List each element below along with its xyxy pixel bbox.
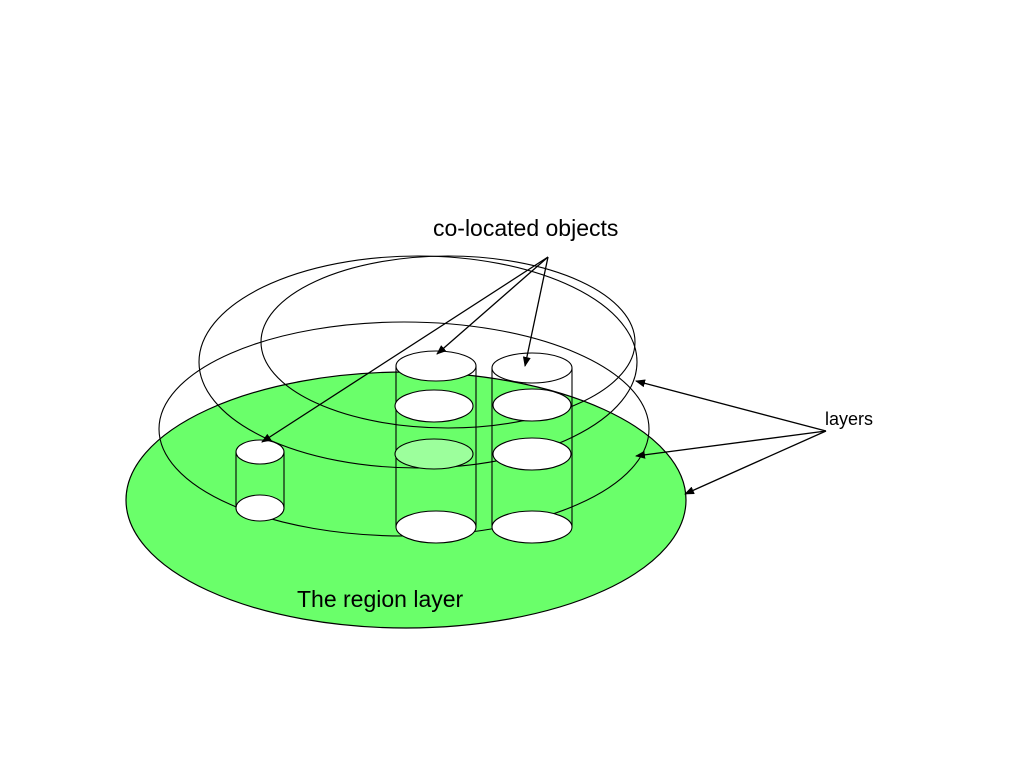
region-layer-label: The region layer (297, 586, 464, 612)
right-cylinder (491, 352, 573, 544)
middle-cylinder (394, 350, 477, 544)
colocated-arrows (261, 256, 549, 443)
colocated-objects-label: co-located objects (433, 215, 618, 241)
layers-label: layers (825, 409, 873, 429)
small-cylinder (235, 439, 285, 522)
layers-arrows (635, 379, 827, 495)
highlighted-cap (394, 438, 474, 470)
upper-layer-ring-right (260, 255, 636, 429)
